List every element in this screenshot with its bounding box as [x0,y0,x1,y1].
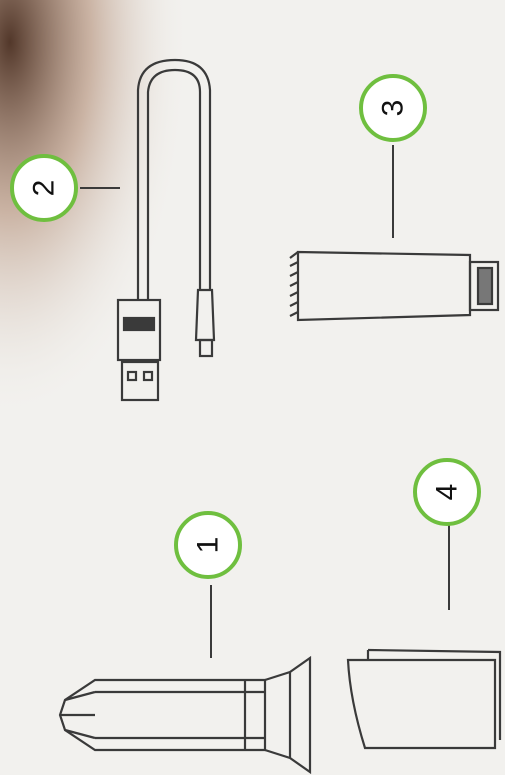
callout-badge-4: 4 [413,458,481,526]
callout-label: 3 [376,99,409,117]
callout-label: 2 [27,179,60,197]
callout-label: 4 [430,483,463,501]
callout-badge-1: 1 [174,511,242,579]
usb-cable-drawing [116,58,216,402]
handle-tool-drawing [58,655,312,775]
tube-drawing [289,250,500,322]
callout-label: 1 [191,536,224,554]
pouch-drawing [346,648,502,750]
callout-badge-2: 2 [10,154,78,222]
callout-badge-3: 3 [359,74,427,142]
